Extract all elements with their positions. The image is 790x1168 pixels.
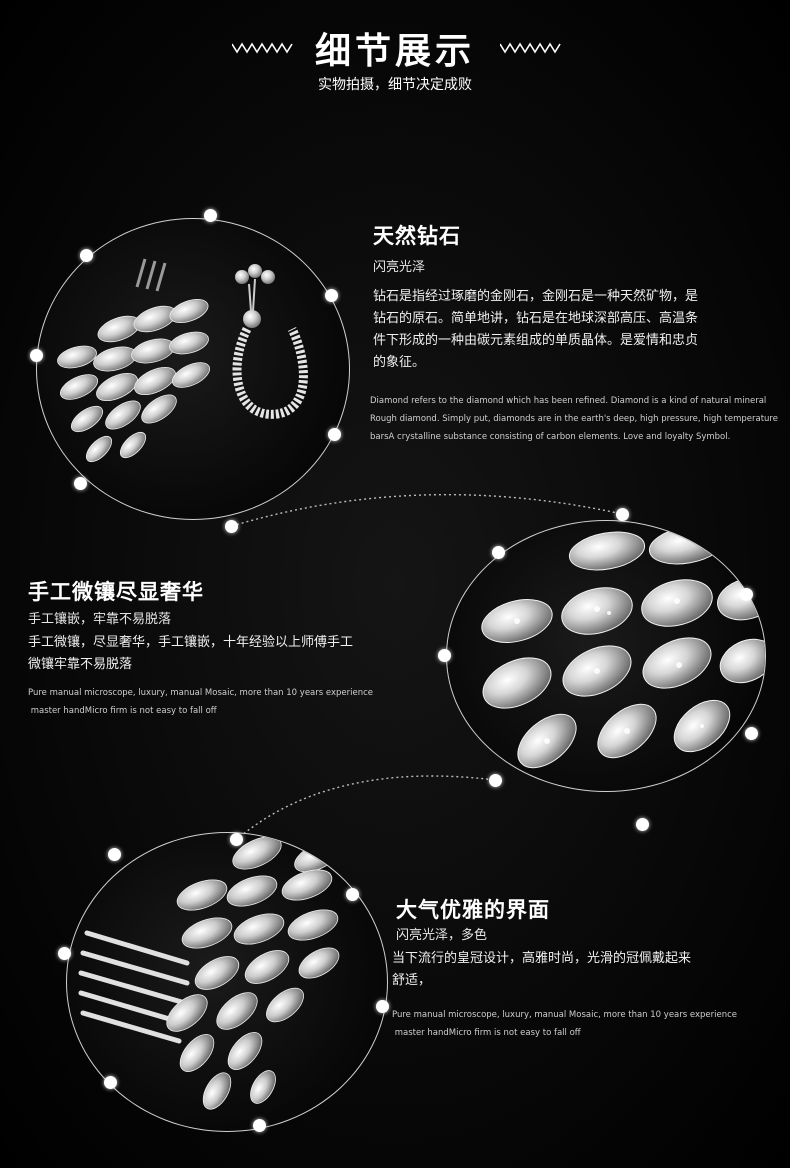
ring-dot xyxy=(108,848,121,861)
text-line: 舒适， xyxy=(392,973,432,988)
ring-dot xyxy=(745,727,758,740)
ring-dot xyxy=(230,833,243,846)
section-1-heading: 天然钻石 xyxy=(373,224,461,248)
section-3-subheading: 闪亮光泽，多色 xyxy=(396,928,488,943)
ring-dot xyxy=(489,774,502,787)
text-line: Rough diamond. Simply put, diamonds are … xyxy=(370,414,778,424)
ring-dot xyxy=(438,649,451,662)
zigzag-ornament-left-icon xyxy=(232,42,293,54)
zigzag-ornament-right-icon xyxy=(500,42,561,54)
text-line: 当下流行的皇冠设计，高雅时尚，光滑的冠佩戴起来 xyxy=(392,951,692,966)
page-subtitle: 实物拍摄，细节决定成败 xyxy=(318,77,472,93)
text-line: 件下形成的一种由碳元素组成的单质晶体。是爱情和忠贞 xyxy=(373,333,699,348)
section-3-heading: 大气优雅的界面 xyxy=(396,898,550,922)
rhinestone-leaves-closeup-photo-icon xyxy=(481,525,765,769)
text-line: 钻石是指经过琢磨的金刚石，金刚石是一种天然矿物，是 xyxy=(373,289,699,304)
ring-dot xyxy=(376,1000,389,1013)
section-2-cn-text: 手工微镶，尽显奢华，手工镶嵌，十年经验以上师傅手工 微镶牢靠不易脱落 xyxy=(28,632,353,676)
text-line: 钻石的原石。简单地讲，钻石是在地球深部高压、高温条 xyxy=(373,311,699,326)
section-1-subheading: 闪亮光泽 xyxy=(373,260,426,275)
detail-circle-3 xyxy=(66,832,388,1132)
text-line: 的象征。 xyxy=(373,355,426,370)
section-2-heading: 手工微镶尽显奢华 xyxy=(28,580,204,604)
text-line: barsA crystalline substance consisting o… xyxy=(370,432,731,442)
peacock-hair-comb-photo-icon xyxy=(57,258,308,463)
detail-circle-1 xyxy=(36,218,350,520)
ring-dot xyxy=(58,947,71,960)
ring-dot xyxy=(740,588,753,601)
text-line: master handMicro firm is not easy to fal… xyxy=(392,1028,581,1038)
ring-dot xyxy=(346,888,359,901)
page-title: 细节展示 xyxy=(314,30,475,72)
text-line: Pure manual microscope, luxury, manual M… xyxy=(392,1010,737,1020)
text-line: 微镶牢靠不易脱落 xyxy=(28,657,133,672)
section-1-cn-text: 钻石是指经过琢磨的金刚石，金刚石是一种天然矿物，是 钻石的原石。简单地讲，钻石是… xyxy=(373,286,698,374)
comb-teeth-closeup-photo-icon xyxy=(78,836,340,1110)
section-3-cn-text: 当下流行的皇冠设计，高雅时尚，光滑的冠佩戴起来 舒适， xyxy=(392,948,691,992)
ring-dot xyxy=(325,289,338,302)
section-2-subheading: 手工镶嵌，牢靠不易脱落 xyxy=(28,612,172,627)
text-line: Diamond refers to the diamond which has … xyxy=(370,396,767,406)
ring-dot xyxy=(492,546,505,559)
ring-dot xyxy=(204,209,217,222)
ring-dot xyxy=(74,477,87,490)
ring-dot xyxy=(328,428,341,441)
ring-dot xyxy=(30,349,43,362)
section-1-en-text: Diamond refers to the diamond which has … xyxy=(370,392,778,446)
ring-dot xyxy=(225,520,238,533)
ring-dot xyxy=(80,249,93,262)
text-line: 手工微镶，尽显奢华，手工镶嵌，十年经验以上师傅手工 xyxy=(28,635,354,650)
ring-dot xyxy=(616,508,629,521)
ring-dot xyxy=(253,1119,266,1132)
ring-dot xyxy=(104,1076,117,1089)
text-line: Pure manual microscope, luxury, manual M… xyxy=(28,688,373,698)
detail-circle-2 xyxy=(446,520,766,792)
section-2-en-text: Pure manual microscope, luxury, manual M… xyxy=(28,684,373,720)
text-line: master handMicro firm is not easy to fal… xyxy=(28,706,217,716)
ring-dot xyxy=(636,818,649,831)
section-3-en-text: Pure manual microscope, luxury, manual M… xyxy=(392,1006,737,1042)
